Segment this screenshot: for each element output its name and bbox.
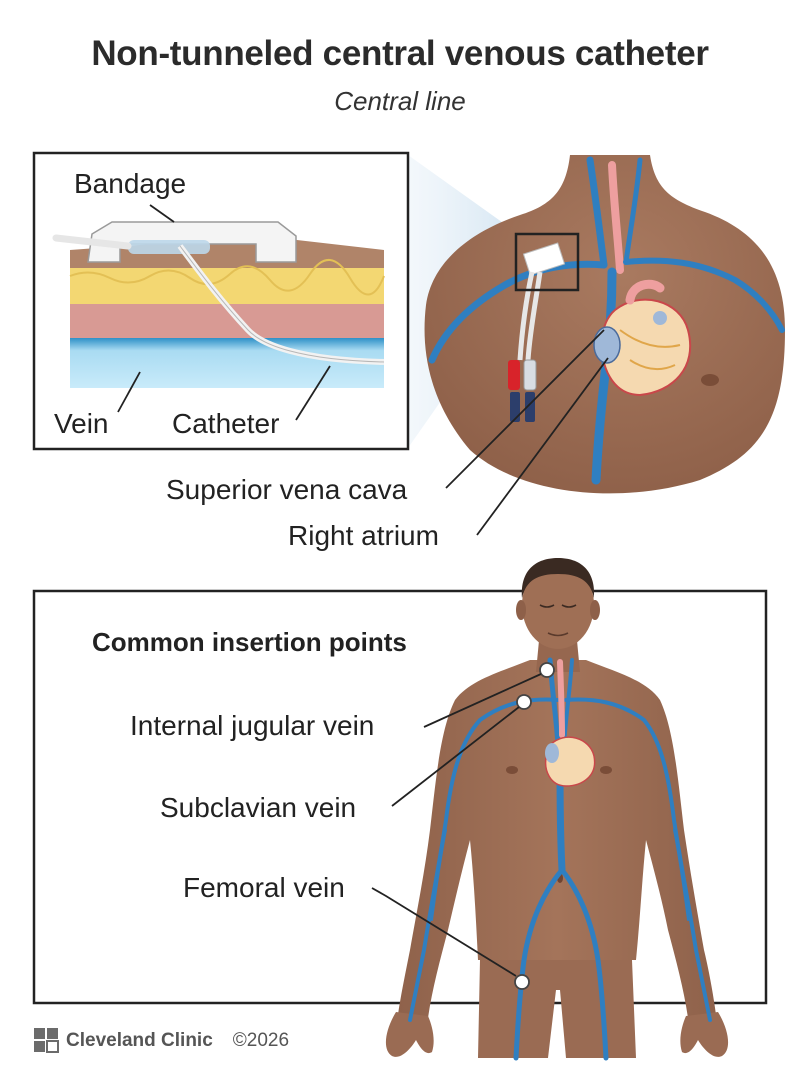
heart [593,279,692,397]
bandage-label: Bandage [74,168,187,199]
ra-leader-line [476,357,609,536]
body-figure [385,558,729,1061]
catheter-label: Catheter [172,408,280,439]
superior-vena-cava-label: Superior vena cava [166,474,408,505]
inset-cross-section [32,151,410,451]
insertion-section [32,558,768,1061]
page-title: Non-tunneled central venous catheter [91,34,709,73]
svc-leader-line [445,329,605,489]
footer: Cleveland Clinic ©2026 [34,1026,289,1056]
page-subtitle: Central line [334,86,466,116]
brand-name: Cleveland Clinic [66,1030,213,1051]
internal-jugular-label: Internal jugular vein [130,710,375,741]
vein-label: Vein [54,408,109,439]
subclavian-point [516,694,532,710]
femoral-point [514,974,530,990]
right-atrium-shape [593,326,621,364]
internal-jugular-point [539,662,555,678]
vein-layer [70,338,384,388]
femoral-leader-line [371,887,517,977]
chest-illustration [408,155,785,536]
copyright: ©2026 [232,1030,290,1051]
subclavian-leader-line [391,706,520,807]
right-atrium-label: Right atrium [288,520,439,551]
zoom-box [514,232,580,292]
jugular-leader-line [423,673,542,728]
femoral-label: Femoral vein [183,872,345,903]
catheter-hub [508,242,566,422]
subclavian-label: Subclavian vein [160,792,357,823]
insertion-heading: Common insertion points [92,627,407,657]
cleveland-clinic-logo-icon [34,1028,59,1053]
